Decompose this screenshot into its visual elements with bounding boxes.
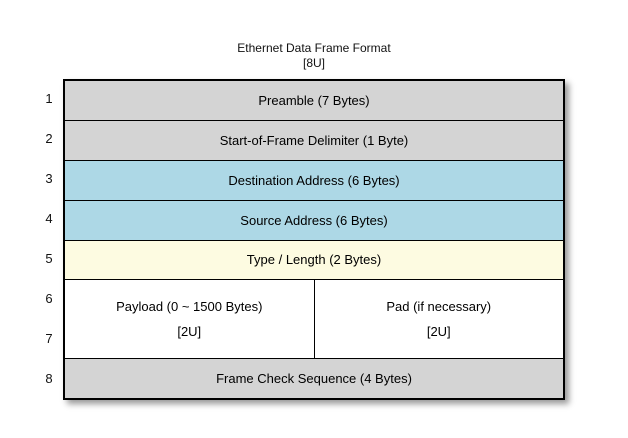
field-row-type-length: Type / Length (2 Bytes) [65,239,563,280]
field-row-destination-address: Destination Address (6 Bytes) [65,159,563,200]
row-number-8: 8 [45,371,53,386]
field-label-fcs: Frame Check Sequence (4 Bytes) [216,371,412,387]
payload-cell: Payload (0 ~ 1500 Bytes) [2U] [65,280,314,359]
row-number-2: 2 [45,131,53,146]
field-label-type-length: Type / Length (2 Bytes) [246,252,382,268]
field-sublabel-pad: [2U] [426,324,451,340]
field-label-sfd: Start-of-Frame Delimiter (1 Byte) [219,132,409,148]
field-label-payload: Payload (0 ~ 1500 Bytes) [116,299,263,315]
diagram-title-block: Ethernet Data Frame Format [8U] [0,41,628,71]
row-number-1: 1 [45,91,53,106]
row-number-4: 4 [45,211,53,226]
field-label-source-address: Source Address (6 Bytes) [240,212,388,228]
field-sublabel-payload: [2U] [177,324,202,340]
field-row-payload-pad: Payload (0 ~ 1500 Bytes) [2U] Pad (if ne… [65,279,563,359]
field-row-fcs: Frame Check Sequence (4 Bytes) [65,358,563,398]
row-number-6: 6 [45,291,53,306]
diagram-subtitle: [8U] [302,56,325,70]
row-number-7: 7 [45,331,53,346]
field-label-destination-address: Destination Address (6 Bytes) [228,172,400,188]
row-number-5: 5 [45,251,53,266]
row-number-3: 3 [45,171,53,186]
diagram-title: Ethernet Data Frame Format [237,41,391,55]
field-row-source-address: Source Address (6 Bytes) [65,199,563,240]
pad-cell: Pad (if necessary) [2U] [313,280,563,359]
field-row-sfd: Start-of-Frame Delimiter (1 Byte) [65,119,563,160]
field-label-pad: Pad (if necessary) [386,299,492,315]
frame-format-table: Preamble (7 Bytes) Start-of-Frame Delimi… [63,79,565,400]
field-row-preamble: Preamble (7 Bytes) [65,81,563,120]
field-label-preamble: Preamble (7 Bytes) [258,92,370,108]
